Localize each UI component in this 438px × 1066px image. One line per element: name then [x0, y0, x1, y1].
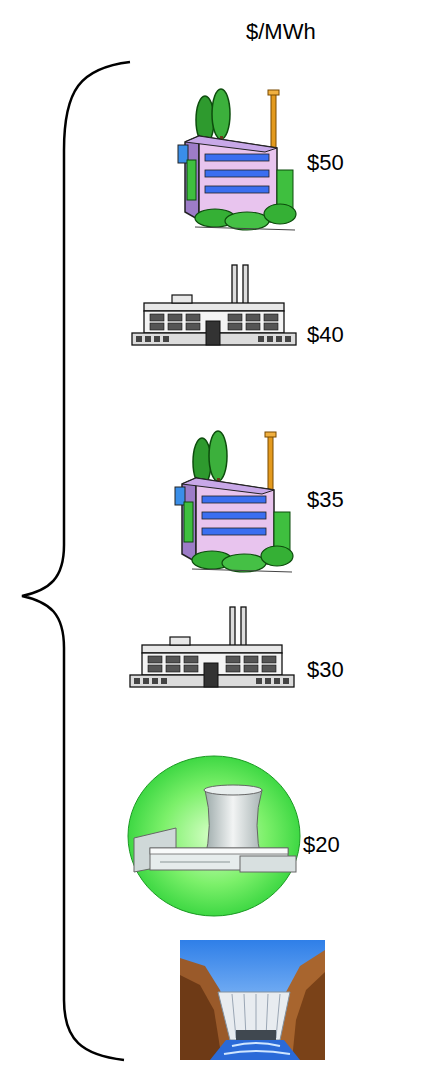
hydro-dam-icon [180, 940, 325, 1060]
price-label: $35 [307, 487, 344, 512]
green-plant-icon [175, 431, 293, 572]
price-label: $40 [307, 322, 344, 347]
unit-header: $/MWh [246, 19, 316, 44]
price-label: $20 [303, 832, 340, 857]
price-label: $50 [307, 150, 344, 175]
green-plant-icon [178, 89, 296, 230]
factory-icon [132, 265, 296, 345]
curly-brace [22, 62, 130, 1060]
price-label: $30 [307, 657, 344, 682]
factory-icon [130, 607, 294, 687]
nuclear-plant-icon [128, 756, 300, 916]
